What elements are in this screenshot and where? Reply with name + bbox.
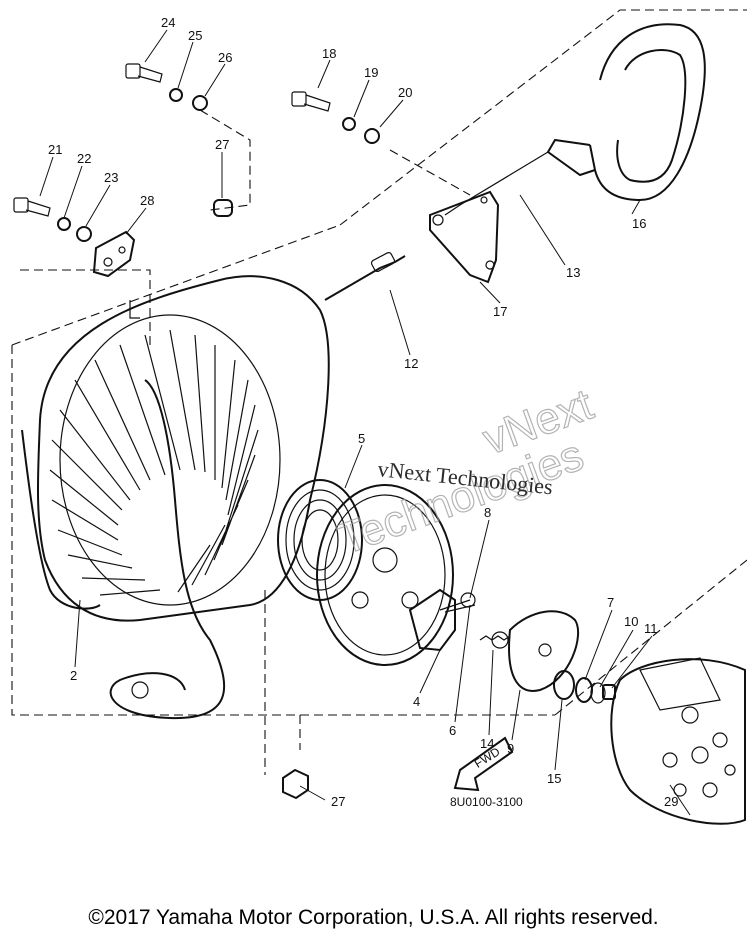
label-27-bottom: 27: [331, 794, 345, 809]
label-23: 23: [104, 170, 118, 185]
spring-7: [575, 677, 593, 703]
label-21: 21: [48, 142, 62, 157]
diagram-code: 8U0100-3100: [450, 795, 523, 809]
label-27-top: 27: [215, 137, 229, 152]
label-19: 19: [364, 65, 378, 80]
washer-26: [192, 95, 208, 111]
fastener-group-boundary: [20, 109, 251, 345]
starter-cover: [610, 657, 746, 825]
washer-10: [590, 682, 606, 704]
starter-rope: [444, 151, 549, 216]
label-26: 26: [218, 50, 232, 65]
washer-20: [364, 128, 380, 144]
label-12: 12: [404, 356, 418, 371]
bolt-18: [291, 91, 331, 112]
throttle-cable: [324, 255, 406, 301]
label-24: 24: [161, 15, 175, 30]
label-16: 16: [632, 216, 646, 231]
nut-27-bottom: [282, 768, 309, 800]
bolt-24: [125, 63, 163, 83]
assembly-boundary: [11, 9, 747, 716]
label-20: 20: [398, 85, 412, 100]
label-15: 15: [547, 771, 561, 786]
guide-callout-line: [389, 149, 471, 196]
label-18: 18: [322, 46, 336, 61]
label-29: 29: [664, 794, 678, 809]
pawl-4: [408, 588, 456, 652]
spring-14: [479, 635, 511, 641]
label-5: 5: [358, 431, 365, 446]
label-7: 7: [607, 595, 614, 610]
label-14: 14: [480, 736, 494, 751]
wire-harness: [109, 379, 226, 720]
nut-callout-line: [264, 590, 301, 775]
pulley: [316, 484, 454, 666]
starter-housing: [21, 275, 330, 622]
label-25: 25: [188, 28, 202, 43]
label-28: 28: [140, 193, 154, 208]
washer-15: [553, 670, 575, 700]
label-13: 13: [566, 265, 580, 280]
label-6: 6: [449, 723, 456, 738]
washer-23: [76, 226, 92, 242]
plate-28: [92, 230, 136, 278]
washer-22: [57, 217, 71, 231]
label-4: 4: [413, 694, 420, 709]
washer-25: [169, 88, 183, 102]
rope-guide: [429, 190, 500, 284]
label-2: 2: [70, 668, 77, 683]
label-22: 22: [77, 151, 91, 166]
starter-handle: [546, 23, 706, 202]
parts-diagram: FWD 24 25 26 18 19 20 21 22 23 27 28 16 …: [11, 9, 747, 825]
gasket-2: [21, 429, 101, 610]
copyright-notice: ©2017 Yamaha Motor Corporation, U.S.A. A…: [88, 906, 659, 929]
label-8: 8: [484, 505, 491, 520]
label-11: 11: [644, 621, 658, 636]
friction-plate-9: [508, 610, 580, 692]
label-17: 17: [493, 304, 507, 319]
nut-27-top: [213, 199, 233, 217]
washer-19: [342, 117, 356, 131]
bolt-21: [13, 197, 51, 217]
label-10: 10: [624, 614, 638, 629]
label-9: 9: [507, 741, 514, 756]
